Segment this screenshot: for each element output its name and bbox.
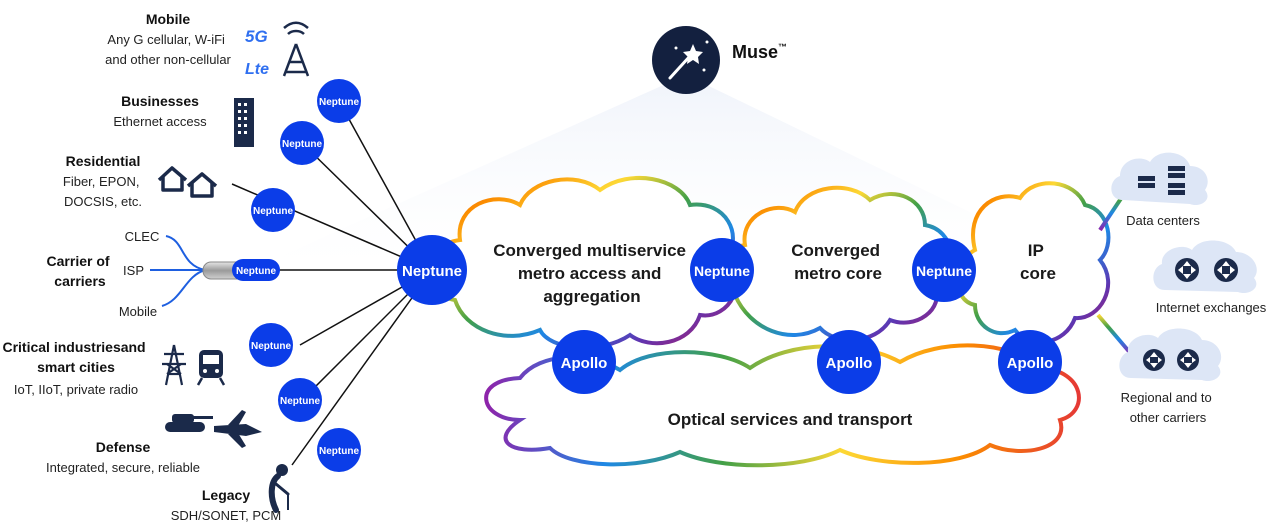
cloud-optical-label: Optical services and transport — [668, 410, 913, 429]
regional-carriers-label: Regional and to other carriers — [1121, 390, 1216, 425]
svg-text:Neptune: Neptune — [402, 263, 462, 280]
internet-exchanges-cloud[interactable] — [1153, 240, 1257, 294]
router-icon — [1175, 258, 1238, 282]
residential-title: Residential — [66, 153, 141, 169]
apollo-node-2[interactable]: Apollo — [817, 330, 881, 394]
cloud-optical — [484, 343, 1081, 468]
svg-text:Neptune: Neptune — [694, 263, 750, 279]
mobile-desc: Any G cellular, W-iFi and other non-cell… — [105, 32, 231, 67]
cloud-metro-access-label: Converged multiservice metro access and … — [493, 241, 690, 306]
carrier-clec: CLEC — [125, 229, 160, 244]
critical-desc: IoT, IIoT, private radio — [14, 382, 138, 397]
apollo-node-3[interactable]: Apollo — [998, 330, 1062, 394]
carrier-isp: ISP — [123, 263, 144, 278]
svg-text:Neptune: Neptune — [282, 139, 322, 150]
svg-text:Neptune: Neptune — [319, 446, 359, 457]
svg-text:Neptune: Neptune — [251, 341, 291, 352]
svg-text:Neptune: Neptune — [319, 97, 359, 108]
neptune-node-hub[interactable]: Neptune — [397, 235, 467, 305]
neptune-node-metro-access[interactable]: Neptune — [690, 238, 754, 302]
neptune-node-critical[interactable]: Neptune — [249, 323, 293, 367]
critical-title: Critical industriesand smart cities — [2, 339, 149, 375]
data-centers-cloud[interactable] — [1111, 152, 1208, 206]
svg-text:Apollo: Apollo — [826, 355, 873, 372]
badge-5g: 5G — [245, 27, 268, 46]
apollo-node-1[interactable]: Apollo — [552, 330, 616, 394]
cell-tower-icon — [282, 21, 310, 77]
data-centers-label: Data centers — [1126, 213, 1200, 228]
carrier-title: Carrier of carriers — [47, 253, 114, 289]
defense-desc: Integrated, secure, reliable — [46, 460, 200, 475]
train-icon — [196, 350, 226, 386]
carrier-mobile: Mobile — [119, 304, 157, 319]
residential-desc: Fiber, EPON, DOCSIS, etc. — [63, 174, 143, 209]
router-icon-2 — [1143, 349, 1199, 371]
neptune-node-residential[interactable]: Neptune — [251, 188, 295, 232]
businesses-desc: Ethernet access — [113, 114, 207, 129]
muse-label: Muse™ — [732, 42, 787, 62]
neptune-node-mobile[interactable]: Neptune — [317, 79, 361, 123]
power-pylon-icon — [162, 344, 186, 386]
internet-exchanges-label: Internet exchanges — [1156, 300, 1267, 315]
cloud-metro-core-label: Converged metro core — [791, 241, 885, 283]
legacy-title: Legacy — [202, 487, 250, 503]
regional-carriers-cloud[interactable] — [1119, 328, 1222, 382]
legacy-desc: SDH/SONET, PCM — [171, 508, 282, 523]
muse-node[interactable] — [652, 26, 720, 94]
cloud-ip-core-label: IP core — [1020, 241, 1056, 283]
cloud-metro-access — [427, 175, 739, 350]
tank-icon — [165, 414, 213, 432]
person-icon — [268, 464, 290, 513]
mobile-title: Mobile — [146, 11, 191, 27]
svg-text:Apollo: Apollo — [561, 355, 608, 372]
neptune-node-defense[interactable]: Neptune — [278, 378, 322, 422]
defense-title: Defense — [96, 439, 151, 455]
svg-text:Neptune: Neptune — [280, 396, 320, 407]
svg-text:Apollo: Apollo — [1007, 355, 1054, 372]
neptune-node-businesses[interactable]: Neptune — [280, 121, 324, 165]
neptune-node-carrier[interactable]: Neptune — [232, 259, 280, 281]
carrier-fibers — [150, 235, 206, 307]
houses-icon — [157, 166, 218, 198]
office-building-icon — [234, 98, 254, 147]
badge-lte: Lte — [245, 61, 269, 78]
fighter-jet-icon — [214, 410, 262, 448]
server-icon — [1138, 166, 1185, 195]
neptune-node-legacy[interactable]: Neptune — [317, 428, 361, 472]
businesses-title: Businesses — [121, 93, 199, 109]
svg-text:Neptune: Neptune — [253, 206, 293, 217]
neptune-node-metro-core[interactable]: Neptune — [912, 238, 976, 302]
svg-text:Neptune: Neptune — [236, 266, 276, 277]
cloud-ip-core — [956, 181, 1111, 345]
svg-text:Neptune: Neptune — [916, 263, 972, 279]
magic-wand-icon — [668, 40, 709, 80]
